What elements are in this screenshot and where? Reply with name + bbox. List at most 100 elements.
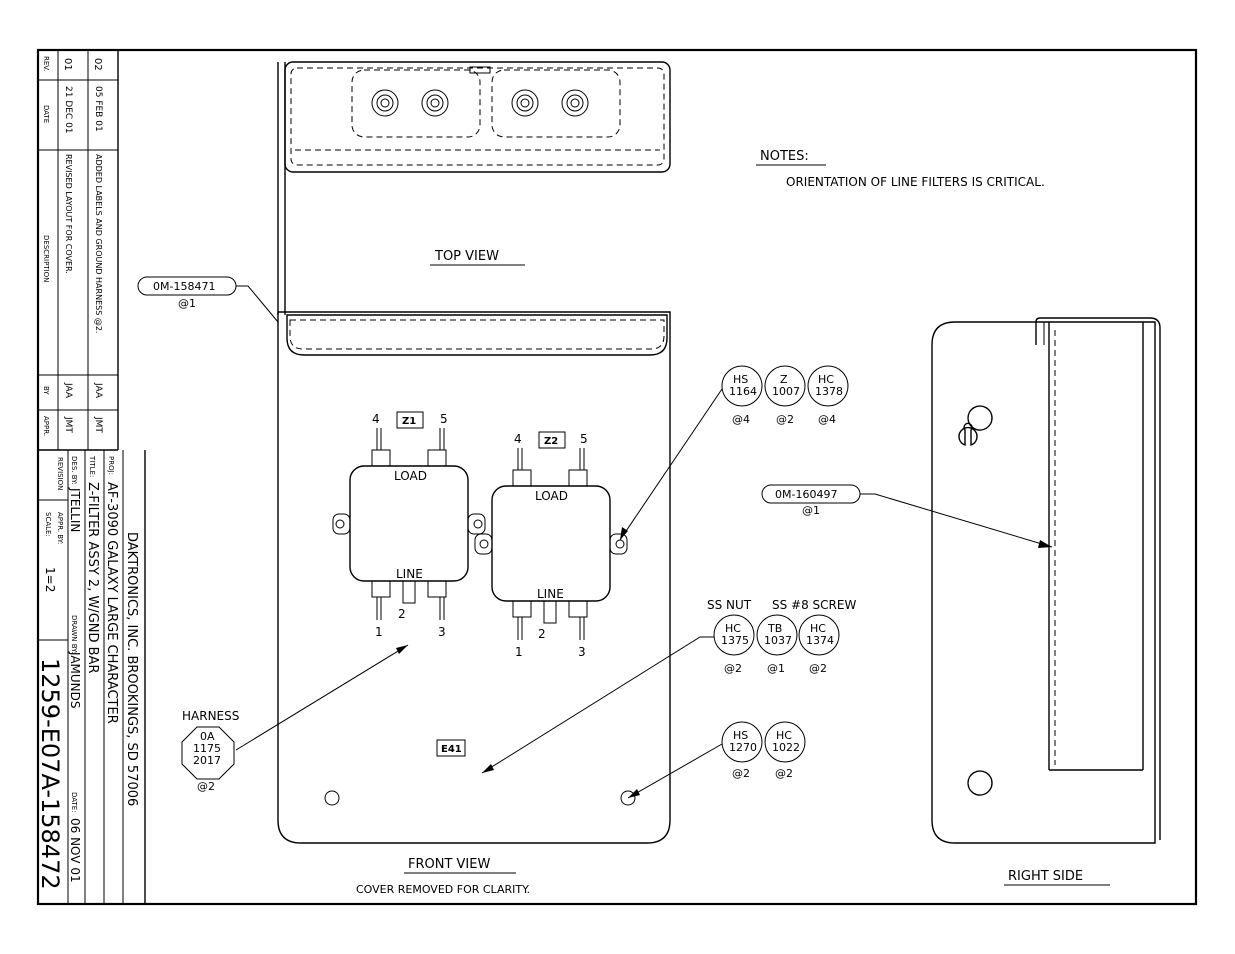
harness-line-2: 1175 (193, 742, 221, 755)
front-view-label: FRONT VIEW (408, 857, 490, 872)
z1-pin-5: 5 (440, 412, 448, 426)
drawn-label: DRAWN BY: (70, 615, 78, 654)
title-block: DAKTRONICS, INC. BROOKINGS, SD 57006 PRO… (36, 450, 146, 904)
harness-line-3: 2017 (193, 754, 221, 767)
bubble-top-2-l2: 1378 (815, 385, 843, 398)
bubble-low-1-l2: 1022 (772, 741, 800, 754)
revision-label: REVISION (56, 457, 64, 490)
bubble-top-0-l1: HS (733, 373, 748, 386)
rev-row-02-by: JAA (93, 382, 103, 399)
date-value: 06 NOV 01 (68, 818, 82, 883)
appr-label: APPR. BY: (56, 512, 64, 544)
rev-row-01-by: JAA (63, 382, 73, 399)
date-label: DATE: (70, 792, 78, 813)
bubble-mid-2-l2: 1374 (806, 634, 834, 647)
bubble-group-top: HS 1164 @4 Z 1007 @2 HC 1378 @4 (619, 365, 849, 541)
callout-0m-158471-part: 0M-158471 (153, 280, 215, 293)
ss-nut-label: SS NUT (707, 598, 752, 612)
filter-z2: Z2 4 5 LOAD LINE 1 2 3 (474, 431, 628, 659)
bubble-top-2-l1: HC (818, 373, 834, 386)
bubble-low-1-qty: @2 (775, 767, 793, 780)
drawing-number: 1259-E07A-158472 (36, 658, 64, 890)
rev-row-01-description: REVISED LAYOUT FOR COVER. (64, 154, 73, 274)
des-label: DES. BY: (70, 456, 78, 485)
bubble-low-0-qty: @2 (732, 767, 750, 780)
callout-0m-160497-qty: @1 (802, 504, 820, 517)
des-value: JTELLIN (68, 487, 82, 532)
proj-label: PROJ: (107, 456, 115, 475)
callout-0m-158471-qty: @1 (178, 297, 196, 310)
bubble-group-lower: HS 1270 @2 HC 1022 @2 (627, 721, 806, 799)
filter-z1: Z1 4 5 LOAD LINE 1 2 3 (332, 411, 486, 639)
notes-text: ORIENTATION OF LINE FILTERS IS CRITICAL. (786, 175, 1045, 189)
bubble-top-0-l2: 1164 (729, 385, 757, 398)
rev-row-02-rev: 02 (92, 58, 103, 71)
callout-0m-158471: 0M-158471 @1 (137, 276, 279, 323)
right-side-label: RIGHT SIDE (1008, 869, 1083, 884)
bubble-mid-1-l1: TB (767, 622, 782, 635)
z2-tag: Z2 (544, 436, 558, 447)
callout-0m-160497-part: 0M-160497 (775, 488, 837, 501)
z1-pin-4: 4 (372, 412, 380, 426)
rev-row-02-appr: JMT (93, 416, 103, 433)
callout-harness: HARNESS 0A 1175 2017 @2 (181, 644, 409, 793)
bubble-mid-0-qty: @2 (724, 662, 742, 675)
company-name: DAKTRONICS, INC. BROOKINGS, SD 57006 (124, 532, 139, 806)
harness-line-1: 0A (200, 730, 215, 743)
title-label: TITLE: (88, 455, 96, 477)
rev-row-01-date: 21 DEC 01 (63, 86, 73, 134)
harness-qty: @2 (197, 780, 215, 793)
bubble-top-1-l1: Z (780, 373, 788, 386)
rev-header-by: BY (42, 386, 50, 395)
z2-pin-3: 3 (578, 645, 586, 659)
bubble-top-2-qty: @4 (818, 413, 836, 426)
top-view-label: TOP VIEW (434, 249, 499, 264)
e41-label: E41 (441, 744, 462, 755)
bubble-mid-1-qty: @1 (767, 662, 785, 675)
z2-pin-2: 2 (538, 627, 546, 641)
title-value: Z-FILTER ASSY 2, W/GND BAR (85, 482, 100, 673)
bubble-group-middle: SS NUT SS #8 SCREW HC 1375 @2 TB 1037 @1… (481, 598, 856, 774)
drawing-border (36, 48, 1198, 906)
bubble-mid-1-l2: 1037 (764, 634, 792, 647)
z1-pin-2: 2 (398, 607, 406, 621)
notes-heading: NOTES: (760, 149, 809, 164)
rev-header-rev: REV. (42, 56, 50, 71)
callout-0m-160497: 0M-160497 @1 (761, 484, 1053, 548)
bubble-low-0-l2: 1270 (729, 741, 757, 754)
top-view: TOP VIEW (277, 61, 671, 315)
revision-block: REV. DATE DESCRIPTION BY APPR. 01 21 DEC… (38, 50, 119, 451)
bubble-mid-0-l2: 1375 (721, 634, 749, 647)
bubble-top-0-qty: @4 (732, 413, 750, 426)
z2-pin-4: 4 (514, 432, 522, 446)
z2-line: LINE (537, 587, 564, 601)
rev-header-appr: APPR. (42, 416, 50, 436)
rev-row-01-appr: JMT (63, 416, 73, 433)
rev-row-01-rev: 01 (62, 58, 73, 71)
rev-row-02-date: 05 FEB 01 (93, 86, 103, 132)
z2-pin-1: 1 (515, 645, 523, 659)
scale-value: 1=2 (43, 567, 57, 592)
bubble-top-1-qty: @2 (776, 413, 794, 426)
proj-value: AF-3090 GALAXY LARGE CHARACTER (104, 482, 119, 724)
z1-tag: Z1 (402, 416, 416, 427)
drawn-value: JAMUNDS (68, 651, 82, 709)
scale-label: SCALE: (44, 512, 52, 537)
z2-load: LOAD (535, 489, 568, 503)
ss-screw-label: SS #8 SCREW (772, 598, 856, 612)
z1-pin-3: 3 (438, 625, 446, 639)
harness-label: HARNESS (182, 709, 239, 723)
right-side-view: RIGHT SIDE (931, 317, 1161, 886)
bubble-top-1-l2: 1007 (772, 385, 800, 398)
z1-load: LOAD (394, 469, 427, 483)
bubble-mid-0-l1: HC (725, 622, 741, 635)
bubble-low-0-l1: HS (733, 729, 748, 742)
rev-row-02-description: ADDED LABELS AND GROUND HARNESS @2. (94, 154, 103, 333)
bubble-mid-2-qty: @2 (809, 662, 827, 675)
z1-pin-1: 1 (375, 625, 383, 639)
front-view-sublabel: COVER REMOVED FOR CLARITY. (356, 883, 530, 896)
notes: NOTES: ORIENTATION OF LINE FILTERS IS CR… (756, 149, 1045, 189)
bubble-mid-2-l1: HC (810, 622, 826, 635)
z2-pin-5: 5 (580, 432, 588, 446)
